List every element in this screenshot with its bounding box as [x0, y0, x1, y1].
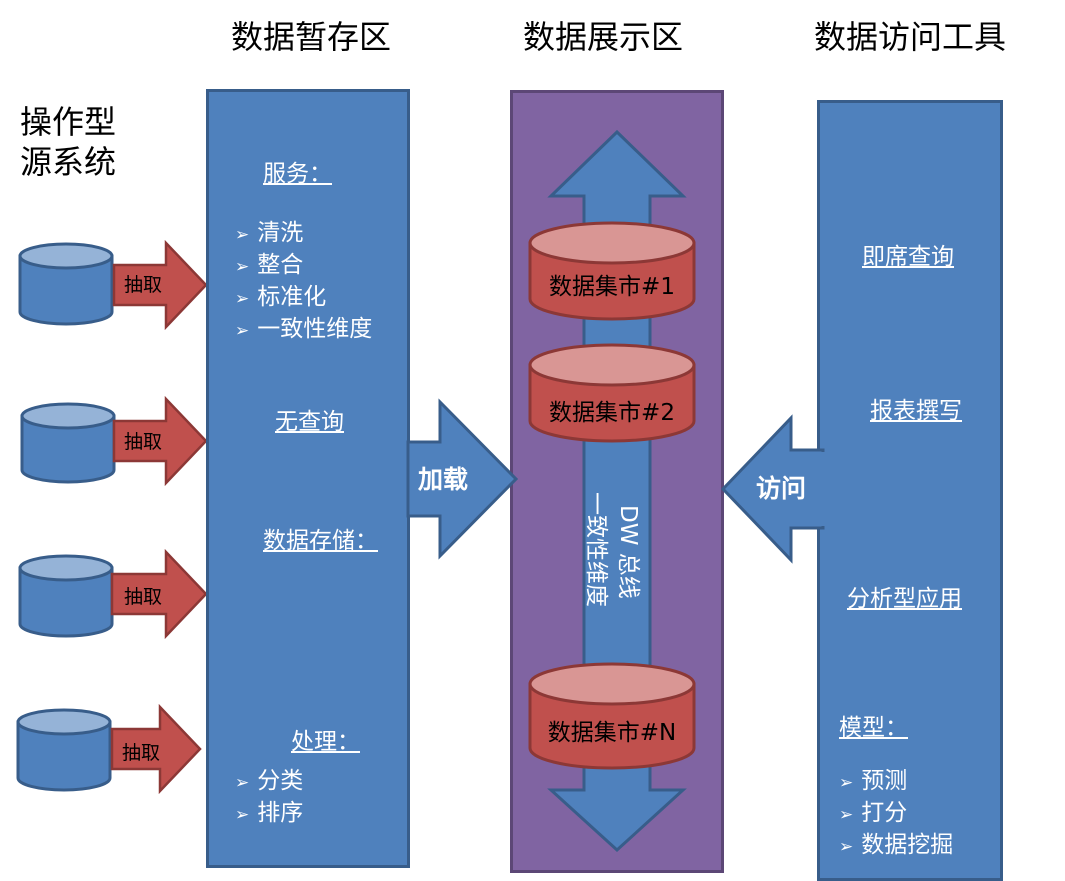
- extract-arrow-1: 抽取: [112, 239, 208, 331]
- source-db-1: [18, 242, 114, 326]
- extract-label-2: 抽取: [124, 431, 162, 453]
- model-item: ➢打分: [839, 800, 908, 826]
- extract-label-1: 抽取: [124, 274, 162, 296]
- services-title: 服务：: [263, 161, 332, 187]
- data-mart-1: 数据集市#1: [528, 221, 696, 321]
- source-systems-title: 操作型 源系统: [20, 102, 116, 182]
- access-tools-panel: 即席查询 报表撰写 分析型应用 模型： ➢预测 ➢打分 ➢数据挖掘: [817, 100, 1003, 881]
- model-list: ➢预测 ➢打分 ➢数据挖掘: [839, 766, 953, 862]
- extract-label-4: 抽取: [122, 742, 160, 764]
- extract-label-3: 抽取: [124, 586, 162, 608]
- processing-item: ➢分类: [235, 768, 304, 794]
- services-item: ➢标准化: [235, 284, 327, 310]
- bus-label-line1: DW 总线: [615, 505, 641, 599]
- services-item: ➢一致性维度: [235, 316, 373, 342]
- services-list: ➢清洗 ➢整合 ➢标准化 ➢一致性维度: [235, 218, 372, 346]
- no-query-label: 无查询: [275, 409, 344, 435]
- extract-arrow-3: 抽取: [110, 548, 208, 640]
- load-label: 加载: [417, 465, 468, 494]
- load-arrow: 加载: [406, 398, 519, 560]
- access-tools-heading: 数据访问工具: [814, 18, 1007, 56]
- analytic-app-label: 分析型应用: [847, 586, 962, 612]
- processing-list: ➢分类 ➢排序: [235, 766, 303, 830]
- model-item: ➢预测: [839, 768, 908, 794]
- adhoc-query-label: 即席查询: [862, 244, 954, 270]
- extract-arrow-4: 抽取: [110, 703, 202, 795]
- access-label: 访问: [756, 474, 806, 503]
- data-mart-2: 数据集市#2: [528, 343, 696, 443]
- source-title-line2: 源系统: [20, 143, 117, 181]
- data-mart-1-label: 数据集市#1: [549, 274, 675, 300]
- model-title: 模型：: [839, 715, 908, 741]
- staging-heading: 数据暂存区: [231, 18, 392, 56]
- data-mart-n: 数据集市#N: [528, 662, 696, 770]
- access-arrow: 访问: [720, 414, 825, 564]
- report-writing-label: 报表撰写: [870, 398, 962, 424]
- data-mart-2-label: 数据集市#2: [549, 400, 675, 426]
- processing-title: 处理：: [291, 729, 360, 755]
- model-item: ➢数据挖掘: [839, 832, 954, 858]
- services-item: ➢整合: [235, 252, 304, 278]
- staging-area-panel: 服务： ➢清洗 ➢整合 ➢标准化 ➢一致性维度 无查询 数据存储： 处理： ➢分…: [206, 89, 410, 868]
- bus-label-line2: 一致性维度: [583, 492, 609, 607]
- source-db-4: [16, 708, 112, 792]
- source-db-2: [20, 402, 116, 484]
- storage-title: 数据存储：: [263, 528, 378, 554]
- presentation-heading: 数据展示区: [523, 18, 684, 56]
- services-item: ➢清洗: [235, 220, 304, 246]
- source-systems-graphic: 抽取 抽取 抽取 抽取: [16, 239, 208, 795]
- source-title-line1: 操作型: [20, 103, 117, 141]
- source-db-3: [18, 554, 114, 638]
- processing-item: ➢排序: [235, 800, 304, 826]
- data-mart-n-label: 数据集市#N: [548, 720, 676, 746]
- extract-arrow-2: 抽取: [112, 395, 208, 487]
